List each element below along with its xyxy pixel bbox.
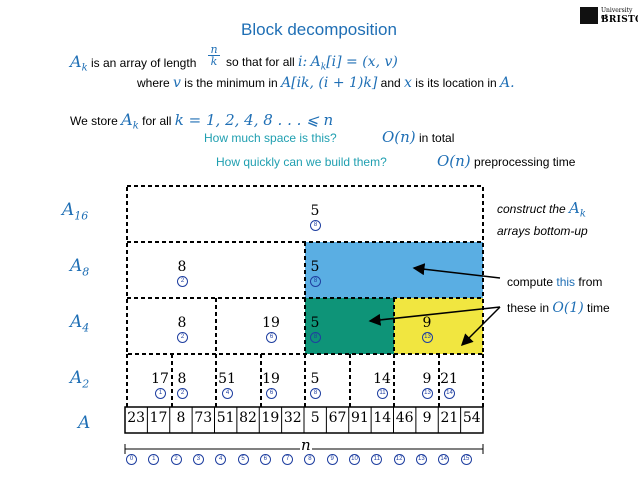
question-time: How quickly can we build them?: [216, 155, 387, 169]
store-line: We store Ak for all k = 1, 2, 4, 8 . . .…: [70, 110, 334, 132]
array-cell: 23: [127, 410, 146, 426]
a2-value: 14: [373, 371, 391, 387]
index-badge: 10: [349, 454, 360, 465]
a2-index-badge: 13: [422, 388, 433, 399]
page-title: Block decomposition: [241, 20, 397, 39]
a2-value: 9: [422, 371, 432, 387]
answer-time: O(n) preprocessing time: [437, 152, 576, 170]
a8-index-badge: 2: [177, 276, 188, 287]
block-grid: [126, 185, 484, 407]
a4-index-badge: 6: [266, 332, 277, 343]
index-badge: 9: [326, 454, 338, 465]
index-badge: 3: [192, 454, 204, 465]
index-badge: 1: [148, 454, 160, 465]
row-label-a16: A16: [62, 200, 89, 223]
array-cell: 19: [261, 410, 280, 426]
a2-index-badge: 6: [266, 388, 277, 399]
a2-value: 19: [262, 371, 280, 387]
answer-space: O(n) in total: [382, 128, 455, 146]
index-badge: 12: [393, 454, 405, 465]
n-bracket: [124, 444, 484, 454]
a4-value: 5: [310, 315, 320, 331]
array-cell: 9: [422, 410, 432, 426]
a8-index-badge: 8: [310, 276, 321, 287]
a16-index-badge: 8: [310, 220, 321, 231]
note-construct: construct the Ak: [497, 199, 586, 220]
array-cell: 32: [283, 410, 302, 426]
index-badge: 0: [126, 454, 137, 465]
a4-value: 9: [422, 315, 432, 331]
a16-value: 5: [310, 203, 320, 219]
note-these: these in O(1) time: [507, 300, 610, 316]
array-cell: 21: [440, 410, 459, 426]
a2-value: 17: [151, 371, 169, 387]
a4-index-badge: 13: [422, 332, 433, 343]
index-badge: 15: [460, 454, 472, 465]
array-cell: 82: [239, 410, 257, 426]
a2-index-badge: 4: [222, 388, 233, 399]
array-cell: 14: [373, 410, 392, 426]
index-badge: 8: [304, 454, 316, 465]
n-label: n: [301, 436, 311, 454]
row-label-a4: A4: [70, 312, 90, 335]
a2-index-badge: 2: [177, 388, 188, 399]
index-badge: 5: [237, 454, 249, 465]
a4-value: 19: [262, 315, 280, 331]
a2-value: 51: [218, 371, 236, 387]
a8-value: 5: [310, 259, 320, 275]
array-cell: 5: [310, 410, 320, 426]
logo-line1: University of: [601, 7, 633, 21]
array-cell: 73: [194, 410, 213, 426]
definition-line: Ak is an array of length: [70, 52, 197, 74]
question-space: How much space is this?: [204, 131, 337, 145]
arrow-these-green: [368, 306, 501, 326]
where-line: where v is the minimum in A[ik, (i + 1)k…: [137, 75, 515, 91]
arrow-compute-this: [412, 263, 501, 279]
index-badge: 14: [438, 454, 450, 465]
index-badge: 13: [415, 454, 427, 465]
a2-value: 5: [310, 371, 320, 387]
array-cell: 46: [395, 410, 414, 426]
array-cell: 17: [149, 410, 168, 426]
a2-index-badge: 11: [377, 388, 388, 399]
index-badge: 2: [170, 454, 182, 465]
index-badge: 4: [215, 454, 227, 465]
note-bottom-up: arrays bottom-up: [497, 224, 588, 238]
row-label-a8: A8: [70, 256, 90, 279]
a2-index-badge: 1: [155, 388, 166, 399]
crest-icon: [580, 7, 598, 24]
index-badge: 11: [371, 454, 383, 465]
university-logo: University of BRISTOL: [580, 5, 638, 27]
a4-value: 8: [177, 315, 187, 331]
row-label-a2: A2: [70, 368, 90, 391]
a2-value: 21: [440, 371, 458, 387]
definition-line-cont: so that for all i: Ak[i] = (x, v): [226, 54, 398, 73]
logo-line2: BRISTOL: [601, 15, 638, 25]
array-cell: 8: [176, 410, 186, 426]
note-compute: compute this from: [507, 275, 603, 289]
a2-index-badge: 8: [310, 388, 321, 399]
array-cell: 51: [216, 410, 235, 426]
fraction: n k: [208, 44, 220, 67]
index-badge: 6: [259, 454, 271, 465]
index-badge: 7: [282, 454, 294, 465]
a4-index-badge: 8: [310, 332, 321, 343]
array-cell: 67: [328, 410, 347, 426]
row-label-a: A: [78, 413, 91, 433]
a4-block-green: [305, 298, 394, 354]
array-cell: 54: [462, 410, 481, 426]
a8-value: 8: [177, 259, 187, 275]
a2-value: 8: [177, 371, 187, 387]
a2-index-badge: 14: [444, 388, 455, 399]
array-cell: 91: [351, 410, 369, 426]
a4-index-badge: 2: [177, 332, 188, 343]
arrow-these-yellow: [460, 306, 501, 347]
a8-block-highlight: [305, 242, 483, 298]
